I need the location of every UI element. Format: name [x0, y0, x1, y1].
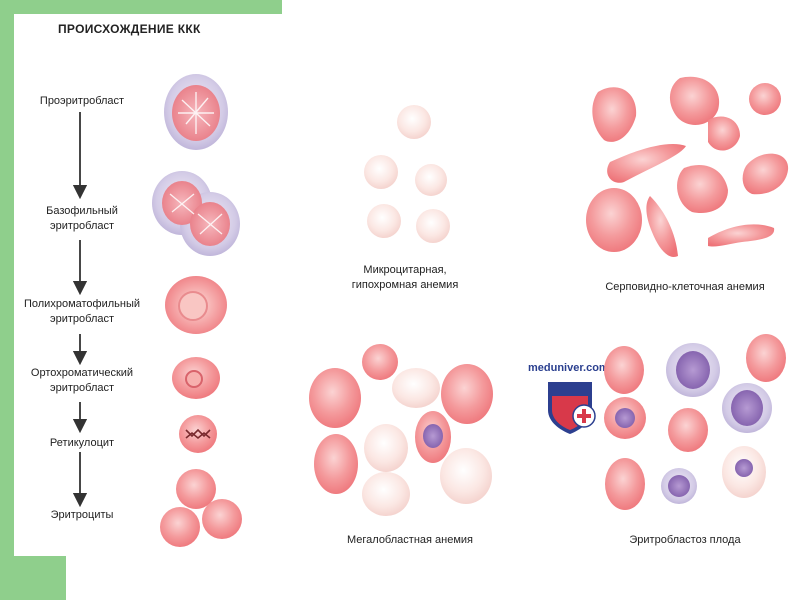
cell-basophilic-erythroblast: [152, 171, 240, 256]
diagram-title: ПРОИСХОЖДЕНИЕ ККК: [58, 22, 201, 36]
cells-sickle-cell-anemia: [586, 76, 789, 257]
watermark-shield-icon: [548, 382, 596, 434]
watermark-text: meduniver.com: [528, 362, 609, 374]
cell-erythrocytes: [160, 469, 242, 547]
stage-label-erythrocytes: Эритроциты: [50, 509, 114, 521]
cells-erythroblastosis-fetalis: [604, 334, 786, 510]
stage-label-proerythroblast: Проэритробласт: [39, 95, 125, 107]
cell-polychromatophilic-erythroblast: [165, 276, 227, 334]
caption-erythroblastosis-fetalis: Эритробластоз плода: [629, 534, 741, 546]
green-frame-top: [0, 0, 282, 14]
green-frame-left: [0, 0, 14, 600]
cell-orthochromatic-erythroblast: [172, 357, 220, 399]
cells-microcytic-anemia: [364, 105, 450, 243]
cell-reticulocyte: [179, 415, 217, 453]
stage-label-reticulocyte: Ретикулоцит: [49, 437, 115, 449]
caption-sickle-cell-anemia: Серповидно-клеточная анемия: [605, 281, 765, 293]
caption-megaloblastic-anemia: Мегалобластная анемия: [346, 534, 473, 546]
green-frame-bottom: [0, 556, 66, 600]
cells-megaloblastic-anemia: [309, 344, 493, 516]
caption-microcytic-anemia: Микроцитарная, гипохромная анемия: [351, 264, 459, 291]
origin-panel: [14, 14, 280, 556]
cell-proerythroblast: [164, 74, 228, 150]
stage-label-basophilic: Базофильный эритробласт: [46, 205, 118, 232]
stage-label-orthochromatic: Ортохроматический эритробласт: [30, 367, 134, 394]
stage-label-polychromatophilic: Полихроматофильный эритробласт: [23, 298, 141, 325]
